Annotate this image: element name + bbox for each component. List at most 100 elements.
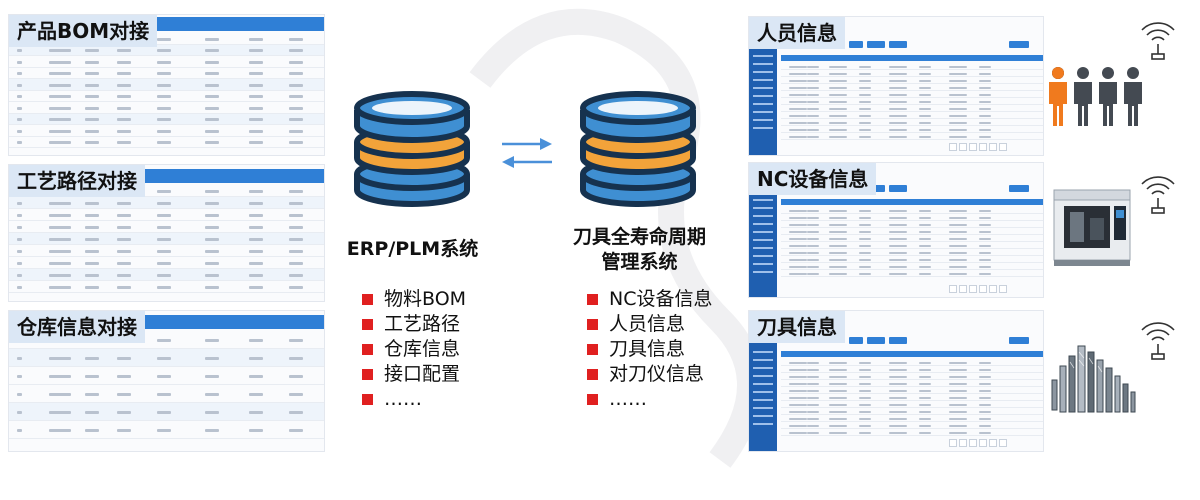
table-row — [9, 292, 324, 293]
table-cell — [889, 396, 907, 399]
table-cell — [157, 274, 171, 277]
table-cell — [789, 361, 807, 364]
table-cell — [919, 237, 931, 240]
table-row — [9, 124, 324, 125]
table-row — [781, 435, 1043, 436]
table-row — [9, 366, 324, 367]
table-cell — [117, 118, 131, 122]
table-cell — [85, 226, 99, 229]
table-cell — [117, 83, 131, 87]
table-cell — [49, 262, 71, 265]
item-label: 人员信息 — [609, 313, 686, 335]
sidebar-item — [753, 127, 773, 129]
table-cell — [919, 230, 931, 233]
table-cell — [205, 411, 219, 414]
table-cell — [919, 382, 931, 385]
table-cell — [949, 396, 967, 399]
table-cell — [889, 410, 907, 413]
table-cell — [789, 128, 807, 131]
table-cell — [889, 72, 907, 75]
table-cell — [949, 230, 967, 233]
table-cell — [919, 93, 931, 96]
table-cell — [807, 107, 819, 110]
table-cell — [49, 411, 71, 414]
table-cell — [949, 237, 967, 240]
table-cell — [789, 237, 807, 240]
toolbar-button — [889, 185, 907, 192]
table-cell — [979, 223, 991, 226]
table-cell — [979, 265, 991, 268]
table-cell — [17, 375, 22, 378]
bullet-icon — [362, 319, 373, 330]
table-cell — [789, 403, 807, 406]
table-cell — [157, 375, 171, 378]
table-cell — [249, 226, 263, 229]
table-cell — [807, 417, 819, 420]
panel-label: 仓库信息对接 — [9, 311, 145, 343]
table-header — [781, 351, 1043, 357]
table-cell — [807, 79, 819, 82]
cnc-machine-icon — [1053, 189, 1131, 266]
table-cell — [949, 361, 967, 364]
item-label: 工艺路径 — [384, 313, 461, 335]
table-cell — [807, 223, 819, 226]
table-cell — [49, 60, 71, 64]
toolbar-button — [1009, 185, 1029, 192]
table-cell — [979, 79, 991, 82]
table-row — [781, 220, 1043, 221]
table-cell — [829, 272, 847, 275]
sync-arrows-icon — [502, 138, 552, 168]
table-cell — [979, 424, 991, 427]
table-cell — [249, 429, 263, 432]
table-cell — [289, 49, 303, 53]
table-cell — [157, 226, 171, 229]
table-cell — [789, 389, 807, 392]
table-cell — [919, 128, 931, 131]
table-cell — [789, 114, 807, 117]
table-cell — [829, 209, 847, 212]
table-cell — [949, 209, 967, 212]
table-cell — [889, 403, 907, 406]
table-cell — [157, 411, 171, 414]
cutting-tools-icon — [1051, 345, 1136, 413]
table-cell — [807, 216, 819, 219]
table-cell — [807, 396, 819, 399]
table-cell — [859, 128, 871, 131]
tool-item-list: NC设备信息 人员信息 刀具信息 对刀仪信息 …… — [587, 287, 712, 412]
table-cell — [17, 95, 22, 99]
table-cell — [117, 214, 131, 217]
table-cell — [789, 251, 807, 254]
table-cell — [249, 202, 263, 205]
sidebar-item — [753, 79, 773, 81]
table-cell — [889, 93, 907, 96]
table-row — [781, 111, 1043, 112]
table-cell — [807, 86, 819, 89]
table-cell — [205, 129, 219, 133]
table-cell — [859, 93, 871, 96]
table-cell — [117, 238, 131, 241]
table-row — [781, 276, 1043, 277]
table-cell — [289, 250, 303, 253]
table-cell — [889, 128, 907, 131]
table-cell — [85, 60, 99, 64]
table-cell — [979, 100, 991, 103]
table-cell — [117, 375, 131, 378]
pager-button — [949, 285, 957, 293]
sidebar-item — [753, 391, 773, 393]
tool-panel: 刀具信息 — [748, 310, 1044, 452]
table-cell — [789, 230, 807, 233]
table-cell — [949, 72, 967, 75]
table-cell — [157, 393, 171, 396]
table-cell — [889, 65, 907, 68]
table-cell — [829, 251, 847, 254]
table-cell — [889, 79, 907, 82]
table-cell — [889, 251, 907, 254]
table-row — [781, 372, 1043, 373]
table-cell — [807, 244, 819, 247]
sidebar-item — [753, 367, 773, 369]
toolbar-button — [849, 337, 863, 344]
table-cell — [157, 118, 171, 122]
sidebar-item — [753, 223, 773, 225]
table-cell — [789, 410, 807, 413]
table-cell — [249, 72, 263, 76]
